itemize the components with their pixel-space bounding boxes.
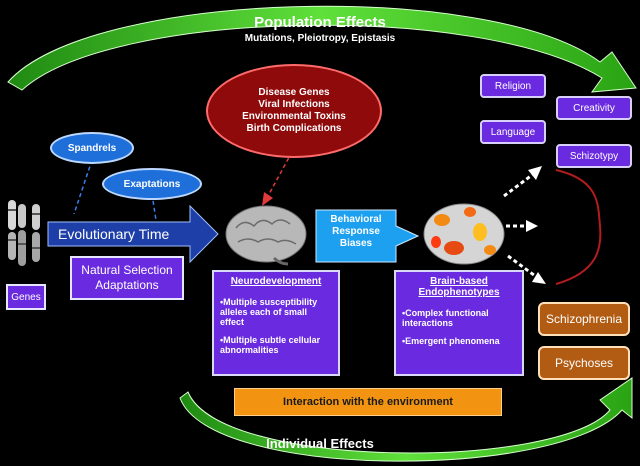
disease-connector [267, 151, 293, 197]
schizotypy-box: Schizotypy [556, 144, 632, 168]
outcome-label: Schizophrenia [545, 312, 623, 326]
outcome-label: Psychoses [554, 356, 614, 370]
psychoses-box: Psychoses [538, 346, 630, 380]
behavioral-line: Behavioral [330, 214, 382, 225]
language-box: Language [480, 120, 546, 144]
exaptations-label: Exaptations [123, 178, 181, 190]
disease-factor: Birth Complications [246, 123, 342, 134]
natural-selection-line: Natural Selection [81, 263, 173, 277]
outcome-label: Religion [494, 80, 532, 92]
neurodevelopment-panel: Neurodevelopment •Multiple susceptibilit… [212, 270, 340, 376]
endophenotypes-title: Endophenotypes [418, 287, 500, 298]
neurodevelopment-point: •Multiple subtle cellular abnormalities [220, 335, 321, 355]
behavioral-line: Response [332, 226, 380, 237]
creativity-box: Creativity [556, 96, 632, 120]
outcome-label: Schizotypy [569, 150, 619, 162]
population-effects-subtitle: Mutations, Pleiotropy, Epistasis [244, 33, 396, 44]
brain-image-1 [225, 205, 307, 266]
behavioral-label: Behavioral Response Biases [318, 214, 394, 250]
bottom-arc [179, 377, 633, 462]
disease-factors-ellipse: Disease Genes Viral Infections Environme… [206, 64, 382, 158]
individual-effects-title: Individual Effects [266, 436, 374, 451]
evolutionary-time-arrow [47, 204, 219, 264]
natural-selection-line: Adaptations [95, 278, 159, 292]
disease-arrowhead [262, 192, 273, 206]
behavioral-arrow [315, 209, 420, 263]
natural-selection-box: Natural Selection Adaptations [70, 256, 184, 300]
religion-box: Religion [480, 74, 546, 98]
genes-label: Genes [11, 291, 41, 303]
endophenotypes-panel: Brain-based Endophenotypes •Complex func… [394, 270, 524, 376]
schizophrenia-box: Schizophrenia [538, 302, 630, 336]
disease-factor: Disease Genes [258, 87, 330, 98]
neurodevelopment-title: Neurodevelopment [230, 276, 322, 287]
disease-factor: Viral Infections [258, 99, 330, 110]
behavioral-line: Biases [339, 238, 373, 249]
spandrels-ellipse: Spandrels [50, 132, 134, 164]
neurodevelopment-point: •Multiple susceptibility alleles each of… [220, 297, 318, 327]
genes-box: Genes [6, 284, 46, 310]
population-effects-title: Population Effects [254, 14, 386, 31]
evolutionary-time-label: Evolutionary Time [58, 226, 170, 242]
spandrels-connector [73, 159, 93, 215]
top-arc [7, 5, 637, 93]
outcome-label: Creativity [573, 102, 615, 114]
outcome-label: Language [490, 126, 536, 138]
endophenotypes-title: Brain-based [430, 276, 488, 287]
brain-image-2 [423, 203, 505, 265]
exaptations-ellipse: Exaptations [102, 168, 202, 200]
dotted-arrow-up [503, 170, 537, 198]
chromosome-icons [8, 200, 40, 266]
disease-factor: Environmental Toxins [242, 111, 346, 122]
endophenotypes-point: •Emergent phenomena [402, 336, 500, 346]
spandrels-label: Spandrels [67, 142, 117, 154]
environment-label: Interaction with the environment [283, 396, 453, 408]
exaptations-connector [151, 193, 157, 221]
endophenotypes-point: •Complex functional interactions [402, 308, 489, 328]
dotted-arrow-down [507, 254, 539, 280]
environment-box: Interaction with the environment [234, 388, 502, 416]
distribution-curve [555, 169, 602, 285]
